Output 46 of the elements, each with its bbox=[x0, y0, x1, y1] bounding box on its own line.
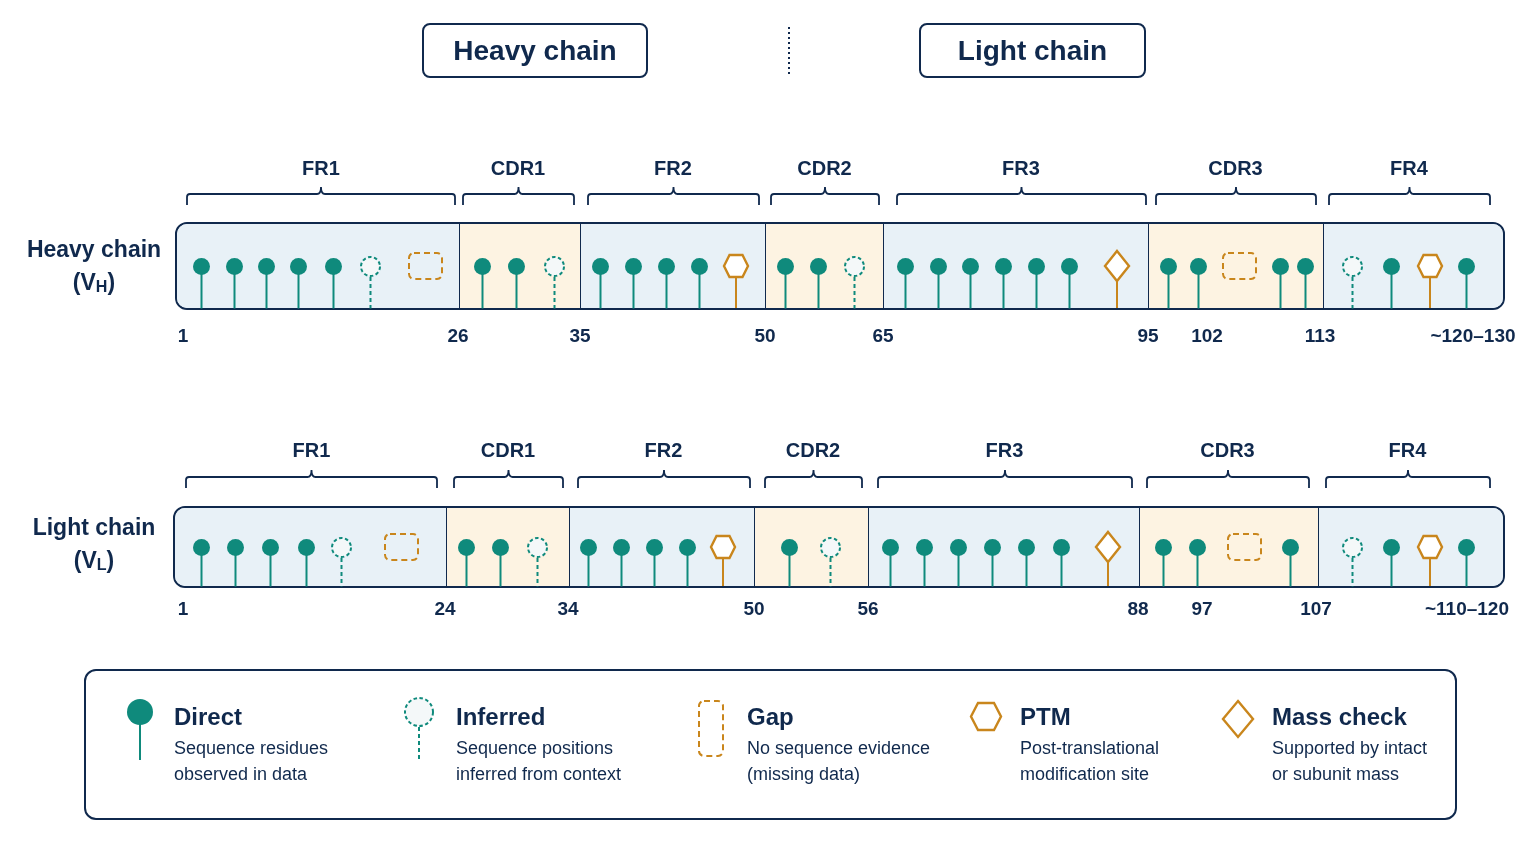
position-number: 102 bbox=[1191, 325, 1223, 347]
region-label: CDR2 bbox=[797, 156, 852, 180]
region-label: FR2 bbox=[654, 156, 692, 180]
region-label: CDR1 bbox=[480, 438, 536, 462]
region-label: CDR2 bbox=[785, 438, 841, 462]
position-number: 97 bbox=[1191, 598, 1213, 620]
region-label: CDR3 bbox=[1200, 438, 1255, 462]
track-label: Heavy chain (V$_{H}$) bbox=[25, 235, 163, 298]
position-number: 26 bbox=[447, 325, 469, 347]
position-number: 88 bbox=[1127, 598, 1149, 620]
position-number: 56 bbox=[857, 598, 879, 620]
region-label: CDR1 bbox=[490, 156, 546, 180]
region-label: FR4 bbox=[1390, 156, 1428, 180]
legend-description: Sequence residues observed in data bbox=[174, 737, 330, 786]
position-number: 95 bbox=[1137, 325, 1159, 347]
region-label: FR1 bbox=[302, 156, 340, 180]
track-label: Light chain (V$_{L}$) bbox=[31, 513, 157, 576]
position-number: 34 bbox=[557, 598, 579, 620]
region-label: CDR3 bbox=[1208, 156, 1263, 180]
position-number: 107 bbox=[1300, 598, 1332, 620]
position-number: ~120–130 bbox=[1430, 325, 1516, 347]
legend-label: Mass check bbox=[1272, 703, 1407, 731]
position-number: 50 bbox=[754, 325, 776, 347]
chain-heading-box: Heavy chain bbox=[422, 23, 648, 78]
region-label: FR4 bbox=[1388, 438, 1427, 462]
position-number: ~110–120 bbox=[1425, 598, 1509, 620]
region-label: FR3 bbox=[1002, 156, 1040, 180]
position-number: 35 bbox=[569, 325, 591, 347]
legend-label: Gap bbox=[747, 703, 794, 731]
legend-description: Sequence positions inferred from context bbox=[456, 737, 623, 786]
position-number: 50 bbox=[743, 598, 765, 620]
legend-description: Post-translational modification site bbox=[1020, 737, 1161, 786]
region-label: FR2 bbox=[644, 438, 683, 462]
chain-heading-box: Light chain bbox=[919, 23, 1146, 78]
legend-label: Inferred bbox=[456, 703, 546, 731]
region-label: FR3 bbox=[985, 438, 1024, 462]
position-number: 65 bbox=[872, 325, 894, 347]
position-number: 1 bbox=[177, 598, 189, 620]
legend-label: Direct bbox=[174, 703, 243, 731]
position-number: 24 bbox=[434, 598, 456, 620]
position-number: 113 bbox=[1304, 325, 1336, 347]
legend-description: No sequence evidence (missing data) bbox=[747, 737, 932, 786]
position-number: 1 bbox=[177, 325, 189, 347]
legend-description: Supported by intact or subunit mass bbox=[1272, 737, 1429, 786]
legend-label: PTM bbox=[1020, 703, 1071, 731]
region-label: FR1 bbox=[292, 438, 331, 462]
